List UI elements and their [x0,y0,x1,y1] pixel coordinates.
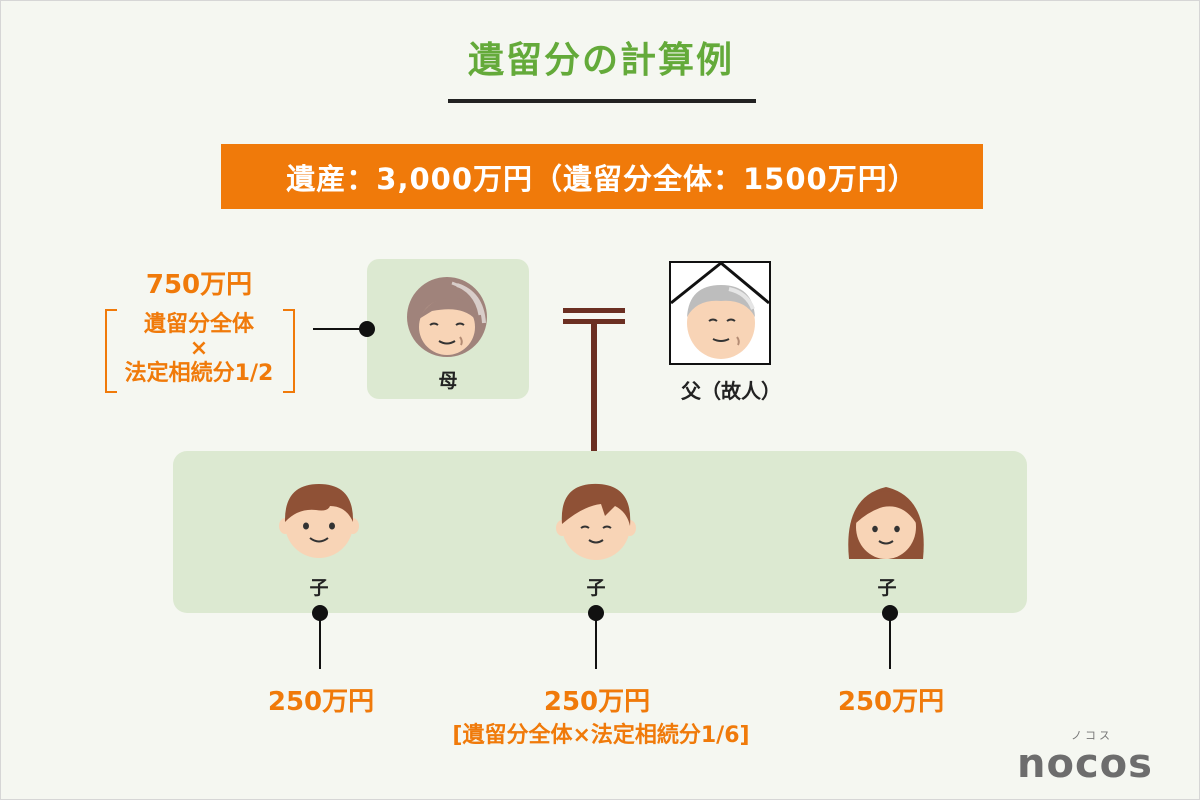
father-label: 父（故人） [681,379,781,403]
title-underline [448,99,756,103]
bracket-right [283,309,295,393]
mother-connector-line [313,328,365,330]
mother-amount: 750万円 [145,270,253,300]
child-1-amount: 250万円 [267,687,375,717]
child-1-label: 子 [309,577,329,599]
mother-label: 母 [438,370,458,392]
child-2-formula: [遺留分全体×法定相続分1/6] [452,723,750,748]
child-3-amount: 250万円 [837,687,945,717]
descent-line [591,324,597,469]
child-3-avatar [843,477,929,567]
child-3-connector [889,619,891,669]
mother-formula-times: × [189,336,209,361]
father-avatar [669,261,773,367]
marriage-line-bottom [563,319,625,324]
mother-formula-line3: 法定相続分1/2 [124,361,274,386]
child-3-label: 子 [877,577,897,599]
child-1-avatar [276,476,362,562]
child-3-dot [882,605,898,621]
mother-connector-dot [359,321,375,337]
mother-formula-line1: 遺留分全体 [143,312,254,337]
child-2-dot [588,605,604,621]
child-1-connector [319,619,321,669]
child-2-connector [595,619,597,669]
nocos-logo: nocos [1017,741,1153,787]
child-2-label: 子 [586,577,606,599]
child-1-dot [312,605,328,621]
page-title: 遺留分の計算例 [467,40,734,81]
marriage-line-top [563,308,625,313]
mother-avatar [402,275,492,359]
bracket-left [105,309,117,393]
child-2-avatar [553,476,639,562]
child-2-amount: 250万円 [543,687,651,717]
logo-kana: ノコス [1071,729,1113,742]
estate-banner: 遺産：3,000万円（遺留分全体：1500万円） [221,144,983,209]
